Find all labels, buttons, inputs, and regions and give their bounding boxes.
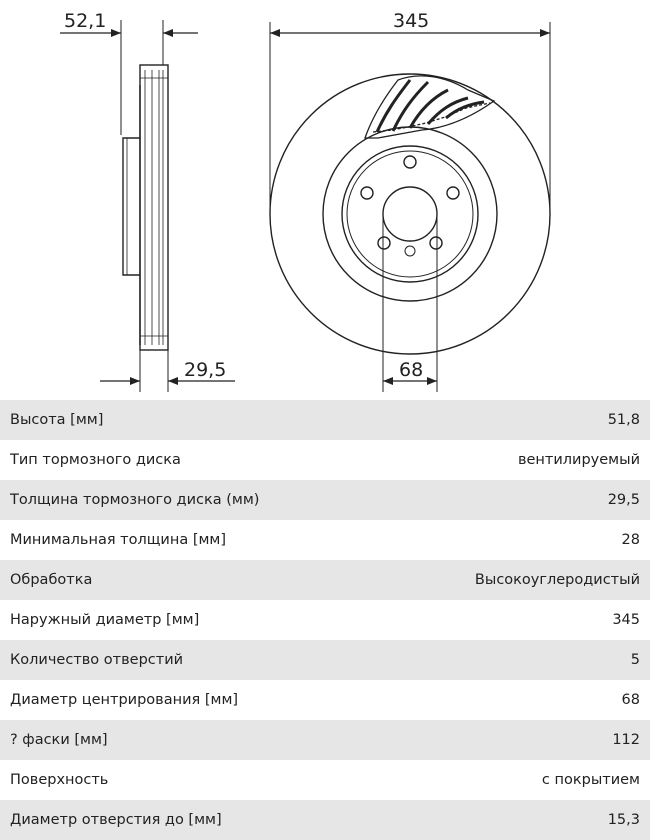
- hat-profile: [122, 137, 140, 276]
- spec-label: Высота [мм]: [10, 412, 104, 428]
- locating-hole: [404, 245, 416, 257]
- spec-value: 28: [621, 532, 640, 548]
- spec-value: 51,8: [607, 412, 640, 428]
- spec-label: Минимальная толщина [мм]: [10, 532, 227, 548]
- spec-value: 5: [630, 652, 640, 668]
- bolt-hole: [446, 186, 460, 200]
- dimension-outer-diameter-label: 345: [393, 10, 429, 32]
- spec-value: 345: [612, 612, 640, 628]
- spec-value: 29,5: [607, 492, 640, 508]
- spec-row: Минимальная толщина [мм] 28: [0, 520, 650, 560]
- friction-ring: [139, 64, 169, 351]
- spec-value: с покрытием: [541, 772, 640, 788]
- spec-value: 112: [612, 732, 640, 748]
- bolt-hole: [360, 186, 374, 200]
- bolt-hole: [403, 155, 417, 169]
- spec-row: Количество отверстий 5: [0, 640, 650, 680]
- spec-label: Диаметр центрирования [мм]: [10, 692, 239, 708]
- dimension-thickness-label: 29,5: [184, 359, 226, 381]
- spec-label: Толщина тормозного диска (мм): [10, 492, 260, 508]
- spec-row: Высота [мм] 51,8: [0, 400, 650, 440]
- front-view: [269, 73, 551, 355]
- spec-value: 68: [621, 692, 640, 708]
- dimension-hat-height-label: 52,1: [64, 10, 106, 32]
- spec-label: ? фаски [мм]: [10, 732, 108, 748]
- spec-row: Толщина тормозного диска (мм) 29,5: [0, 480, 650, 520]
- spec-row: Наружный диаметр [мм] 345: [0, 600, 650, 640]
- hub-inner: [346, 150, 474, 278]
- dimension-center-bore: [382, 214, 438, 392]
- spec-row: Диаметр отверстия до [мм] 15,3: [0, 800, 650, 840]
- spec-row: Обработка Высокоуглеродистый: [0, 560, 650, 600]
- spec-label: Поверхность: [10, 772, 109, 788]
- spec-row: Тип тормозного диска вентилируемый: [0, 440, 650, 480]
- inner-ring-edge: [322, 126, 498, 302]
- bolt-hole: [377, 236, 391, 250]
- spec-label: Обработка: [10, 572, 93, 588]
- spec-label: Количество отверстий: [10, 652, 184, 668]
- center-bore: [382, 186, 438, 242]
- spec-value: Высокоуглеродистый: [474, 572, 640, 588]
- side-view: [120, 20, 169, 392]
- spec-label: Диаметр отверстия до [мм]: [10, 812, 222, 828]
- spec-row: Диаметр центрирования [мм] 68: [0, 680, 650, 720]
- spec-label: Тип тормозного диска: [10, 452, 181, 468]
- spec-value: 15,3: [607, 812, 640, 828]
- outer-rim: [269, 73, 551, 355]
- bolt-hole: [429, 236, 443, 250]
- hub-outer: [341, 145, 479, 283]
- spec-label: Наружный диаметр [мм]: [10, 612, 200, 628]
- brake-disc-drawing: 52,1 29,5 345: [0, 0, 650, 400]
- dimension-outer-diameter: [269, 22, 551, 210]
- vane-cutaway: [364, 75, 496, 139]
- spec-row: ? фаски [мм] 112: [0, 720, 650, 760]
- spec-row: Поверхность с покрытием: [0, 760, 650, 800]
- dimension-center-bore-label: 68: [399, 359, 423, 381]
- spec-value: вентилируемый: [517, 452, 640, 468]
